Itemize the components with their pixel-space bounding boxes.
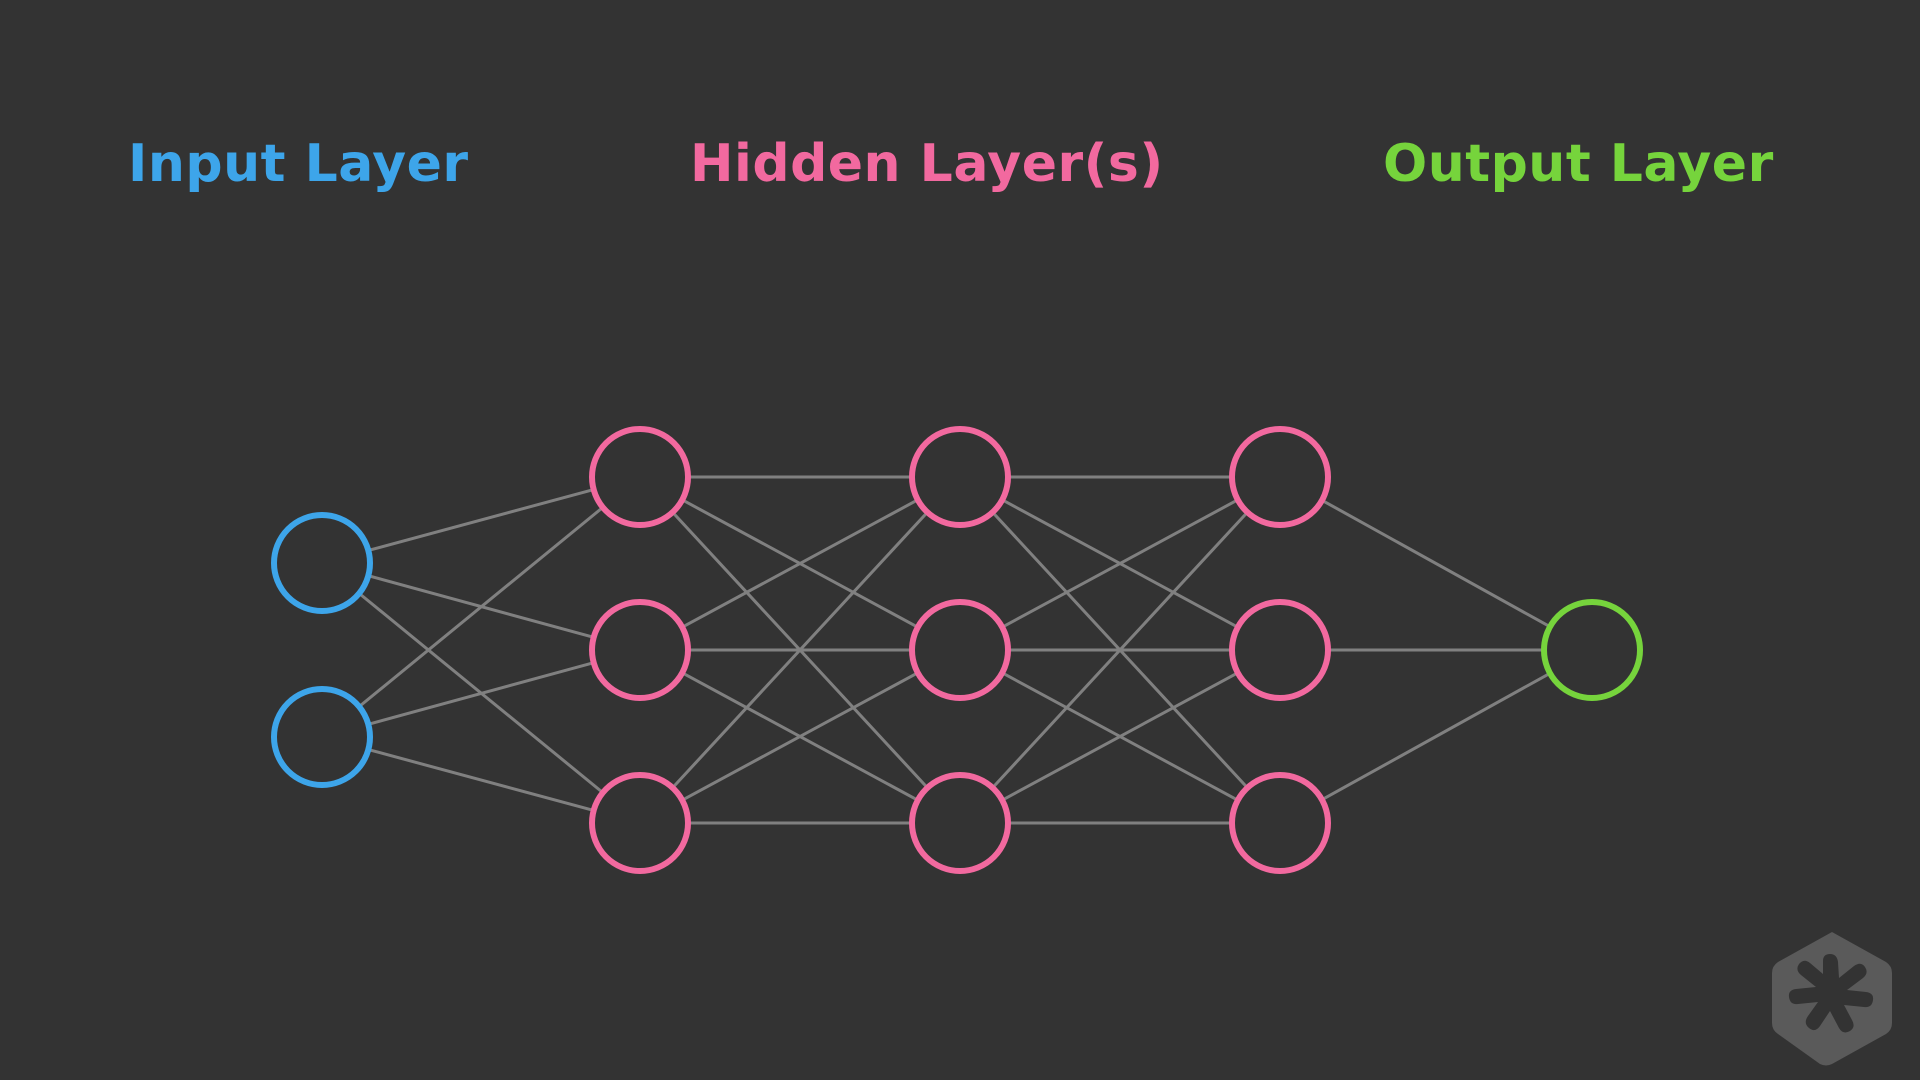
nodes-group — [271, 426, 1643, 874]
neuron-node-h21 — [909, 426, 1011, 528]
input-layer-title: Input Layer — [128, 134, 469, 194]
neuron-node-h23 — [909, 772, 1011, 874]
connection-edge — [1320, 498, 1552, 629]
connection-edge — [671, 510, 929, 790]
edges-group — [357, 475, 1552, 825]
connection-edge — [366, 748, 596, 812]
connection-edge — [680, 498, 920, 629]
neuron-glyph-shape — [1788, 954, 1874, 1033]
connection-edge — [357, 505, 605, 709]
neuron-node-i1 — [271, 512, 373, 614]
hexagon-neuron-logo-icon — [1772, 932, 1892, 1066]
neuron-node-i2 — [271, 686, 373, 788]
neuron-node-h33 — [1229, 772, 1331, 874]
neuron-node-h11 — [589, 426, 691, 528]
neuron-node-h12 — [589, 599, 691, 701]
output-layer-title: Output Layer — [1383, 134, 1774, 194]
hidden-layer-title: Hidden Layer(s) — [690, 134, 1164, 194]
connection-edge — [366, 488, 596, 552]
connection-edge — [680, 671, 920, 802]
connection-edge — [1320, 671, 1552, 802]
connection-edge — [1000, 671, 1240, 802]
neuron-node-h31 — [1229, 426, 1331, 528]
neuron-node-h13 — [589, 772, 691, 874]
neuron-node-o1 — [1541, 599, 1643, 701]
neuron-node-h22 — [909, 599, 1011, 701]
connection-edge — [366, 661, 596, 726]
connection-edge — [991, 510, 1249, 790]
connection-edge — [1000, 498, 1240, 629]
neuron-node-h32 — [1229, 599, 1331, 701]
